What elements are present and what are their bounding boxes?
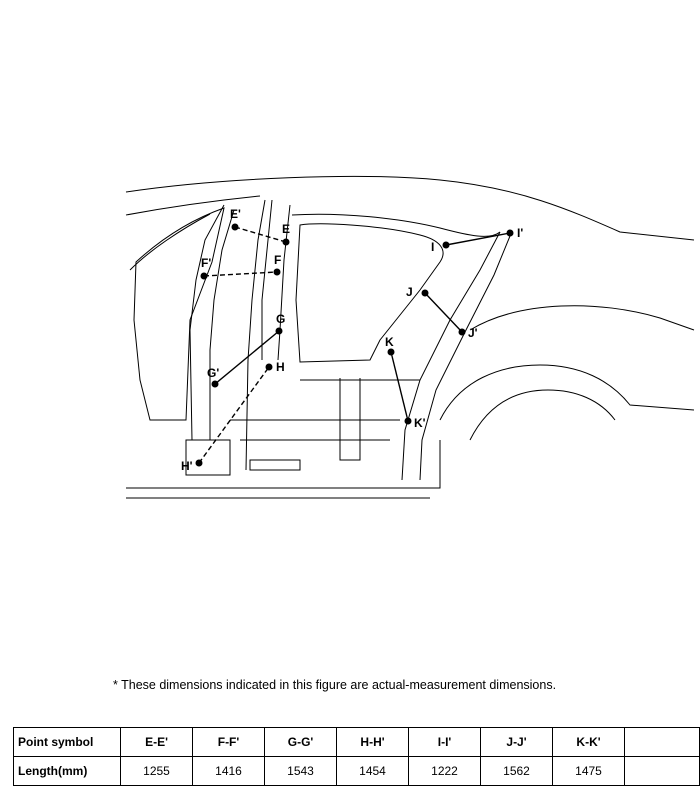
table-row: Length(mm) 1255 1416 1543 1454 1222 1562… bbox=[13, 756, 700, 786]
point-f bbox=[273, 268, 281, 276]
point-h bbox=[265, 363, 273, 371]
table-cell: G-G' bbox=[264, 727, 337, 757]
label-e: E bbox=[282, 222, 290, 236]
point-i bbox=[442, 241, 450, 249]
point-k bbox=[387, 348, 395, 356]
label-k-prime: K' bbox=[414, 416, 426, 430]
line-h bbox=[198, 366, 270, 464]
table-cell: 1416 bbox=[192, 756, 265, 786]
line-k bbox=[390, 351, 409, 422]
label-f: F bbox=[274, 253, 281, 267]
table-cell: J-J' bbox=[480, 727, 553, 757]
line-i bbox=[445, 232, 511, 246]
measurement-lines bbox=[198, 226, 511, 464]
label-g-prime: G' bbox=[207, 366, 219, 380]
point-i-prime bbox=[506, 229, 514, 237]
point-e bbox=[282, 238, 290, 246]
point-g-prime bbox=[211, 380, 219, 388]
table-cell: E-E' bbox=[120, 727, 193, 757]
label-k: K bbox=[385, 335, 394, 349]
row-header-length: Length(mm) bbox=[13, 756, 121, 786]
point-g bbox=[275, 327, 283, 335]
car-body-outline bbox=[125, 175, 695, 499]
table-cell: 1222 bbox=[408, 756, 481, 786]
point-f-prime bbox=[200, 272, 208, 280]
point-h-prime bbox=[195, 459, 203, 467]
table-row: Point symbol E-E' F-F' G-G' H-H' I-I' J-… bbox=[13, 727, 700, 757]
table-cell: F-F' bbox=[192, 727, 265, 757]
empty-cell bbox=[624, 727, 700, 757]
table-cell: H-H' bbox=[336, 727, 409, 757]
dimension-table: Point symbol E-E' F-F' G-G' H-H' I-I' J-… bbox=[13, 727, 700, 786]
empty-cell bbox=[624, 756, 700, 786]
label-f-prime: F' bbox=[201, 256, 211, 270]
row-header-point-symbol: Point symbol bbox=[13, 727, 121, 757]
label-h: H bbox=[276, 360, 285, 374]
label-j-prime: J' bbox=[468, 326, 478, 340]
measurement-points bbox=[195, 223, 514, 467]
label-e-prime: E' bbox=[230, 207, 241, 221]
label-j: J bbox=[406, 285, 413, 299]
point-j-prime bbox=[458, 328, 466, 336]
point-labels: E' E F' F G G' H H' I I' J J' K K' bbox=[181, 207, 523, 473]
line-j bbox=[424, 292, 463, 333]
point-e-prime bbox=[231, 223, 239, 231]
label-g: G bbox=[276, 312, 285, 326]
table-cell: 1562 bbox=[480, 756, 553, 786]
table-cell: 1255 bbox=[120, 756, 193, 786]
label-i: I bbox=[431, 240, 434, 254]
point-k-prime bbox=[404, 417, 412, 425]
table-cell: K-K' bbox=[552, 727, 625, 757]
table-cell: I-I' bbox=[408, 727, 481, 757]
measurement-note: * These dimensions indicated in this fig… bbox=[113, 678, 557, 692]
line-g bbox=[214, 330, 280, 385]
table-cell: 1543 bbox=[264, 756, 337, 786]
point-j bbox=[421, 289, 429, 297]
label-i-prime: I' bbox=[517, 226, 523, 240]
table-cell: 1454 bbox=[336, 756, 409, 786]
label-h-prime: H' bbox=[181, 459, 193, 473]
line-e bbox=[234, 226, 287, 243]
table-cell: 1475 bbox=[552, 756, 625, 786]
line-f bbox=[203, 271, 278, 277]
